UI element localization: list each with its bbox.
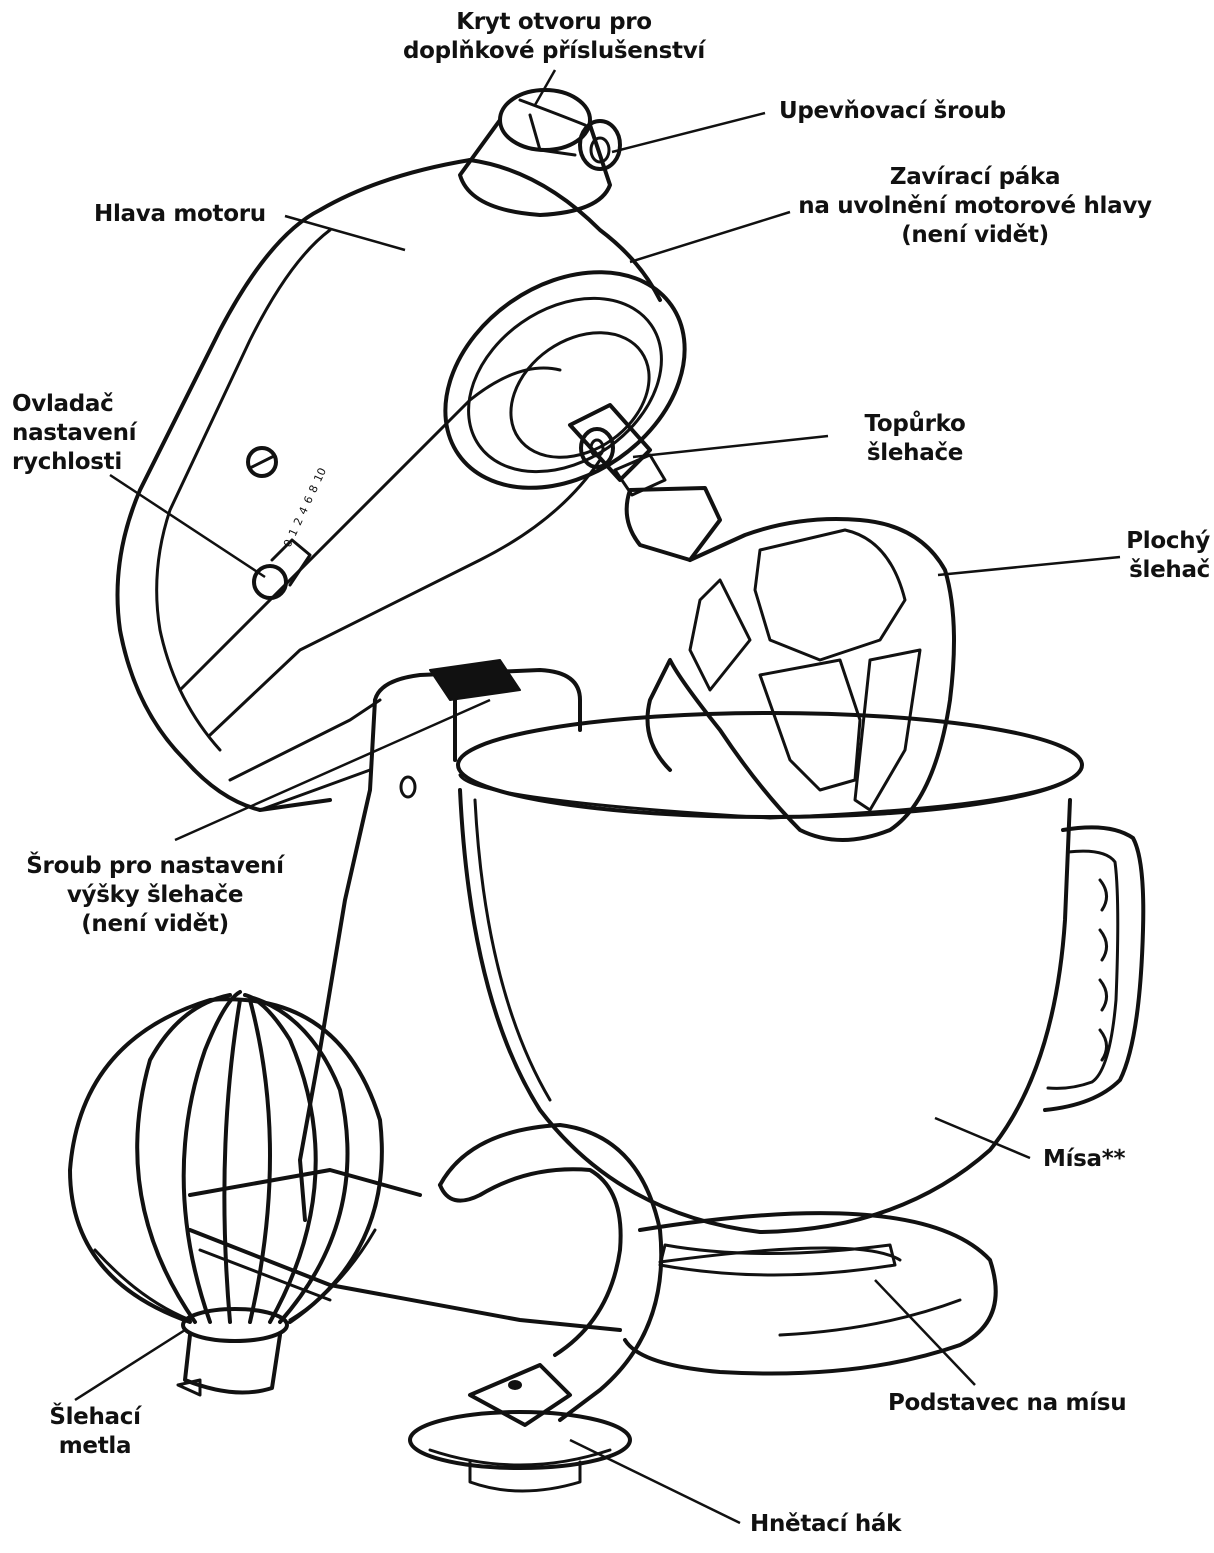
speed-dial-number: 1 xyxy=(286,527,301,539)
speed-dial-number: 4 xyxy=(296,505,311,517)
mixer-base xyxy=(188,668,998,1376)
label-line: rychlosti xyxy=(12,449,122,475)
label-wire-whip: Šlehací metla xyxy=(40,1403,150,1461)
beater-shaft-assembly xyxy=(443,270,687,497)
speed-dial-number: 2 xyxy=(291,516,306,528)
label-line: výšky šlehače xyxy=(66,882,244,908)
label-head-lock-lever: Zavírací páka na uvolnění motorové hlavy… xyxy=(780,163,1170,250)
speed-dial-number: 10 xyxy=(311,466,329,484)
label-bowl: Mísa** xyxy=(1043,1145,1126,1174)
speed-control xyxy=(246,446,312,600)
label-line: Upevňovací šroub xyxy=(779,98,1006,124)
attachment-hub xyxy=(458,88,622,217)
label-line: Hlava motoru xyxy=(94,201,266,227)
bowl xyxy=(456,711,1146,1277)
label-dough-hook: Hnětací hák xyxy=(750,1510,901,1539)
label-line: nastavení xyxy=(12,420,137,446)
label-line: Zavírací páka xyxy=(889,164,1061,190)
leader-line-head-lock-lever xyxy=(629,210,791,264)
leader-line-bowl-clamp-plate xyxy=(874,1279,976,1386)
label-line: šlehače xyxy=(866,440,964,466)
label-fixing-screw: Upevňovací šroub xyxy=(779,97,1006,126)
speed-dial-numbers: 0 1 2 4 6 8 10 xyxy=(281,466,329,549)
label-line: Topůrko xyxy=(864,411,966,437)
label-line: Podstavec na mísu xyxy=(888,1390,1127,1416)
label-line: doplňkové příslušenství xyxy=(402,38,706,64)
label-line: šlehač xyxy=(1129,557,1210,583)
label-attachment-hub-cover: Kryt otvoru pro doplňkové příslušenství xyxy=(384,8,724,66)
label-line: Kryt otvoru pro xyxy=(456,9,652,35)
label-flat-beater: Plochý šlehač xyxy=(1100,527,1210,585)
wire-whip xyxy=(68,990,384,1397)
leader-line-height-screw xyxy=(174,698,491,842)
leader-line-wire-whip xyxy=(74,1328,186,1402)
leader-lines xyxy=(74,69,1121,1525)
label-line: na uvolnění motorové hlavy xyxy=(798,193,1152,219)
label-line: Hnětací hák xyxy=(750,1511,902,1537)
leader-line-beater-shaft xyxy=(632,434,829,459)
label-line: Šlehací xyxy=(49,1404,141,1430)
leader-line-motor-head xyxy=(284,214,406,252)
label-line: Ovladač xyxy=(12,391,114,417)
label-line: (není vidět) xyxy=(901,222,1049,248)
label-speed-control: Ovladač nastavení rychlosti xyxy=(12,390,137,477)
leader-line-flat-beater xyxy=(937,555,1121,577)
label-line: Mísa** xyxy=(1043,1146,1126,1172)
leader-line-fixing-screw xyxy=(611,111,766,154)
leader-line-bowl xyxy=(934,1116,1031,1160)
label-line: (není vidět) xyxy=(81,911,229,937)
dough-hook xyxy=(408,1123,664,1493)
leader-line-attachment-hub-cover xyxy=(533,69,557,106)
label-line: Plochý xyxy=(1126,528,1210,554)
label-height-screw: Šroub pro nastavení výšky šlehače (není … xyxy=(10,852,300,939)
flat-beater xyxy=(624,486,956,842)
label-line: Šroub pro nastavení xyxy=(26,853,284,879)
label-line: metla xyxy=(58,1433,132,1459)
speed-dial-number: 6 xyxy=(301,494,316,506)
speed-dial-number: 8 xyxy=(306,483,321,495)
label-beater-shaft: Topůrko šlehače xyxy=(840,410,990,468)
label-motor-head: Hlava motoru xyxy=(94,200,266,229)
motor-head xyxy=(115,158,662,812)
leader-line-speed-control xyxy=(109,473,266,579)
speed-dial-number: 0 xyxy=(281,537,296,549)
leader-line-dough-hook xyxy=(569,1438,741,1525)
label-bowl-clamp-plate: Podstavec na mísu xyxy=(888,1389,1127,1418)
